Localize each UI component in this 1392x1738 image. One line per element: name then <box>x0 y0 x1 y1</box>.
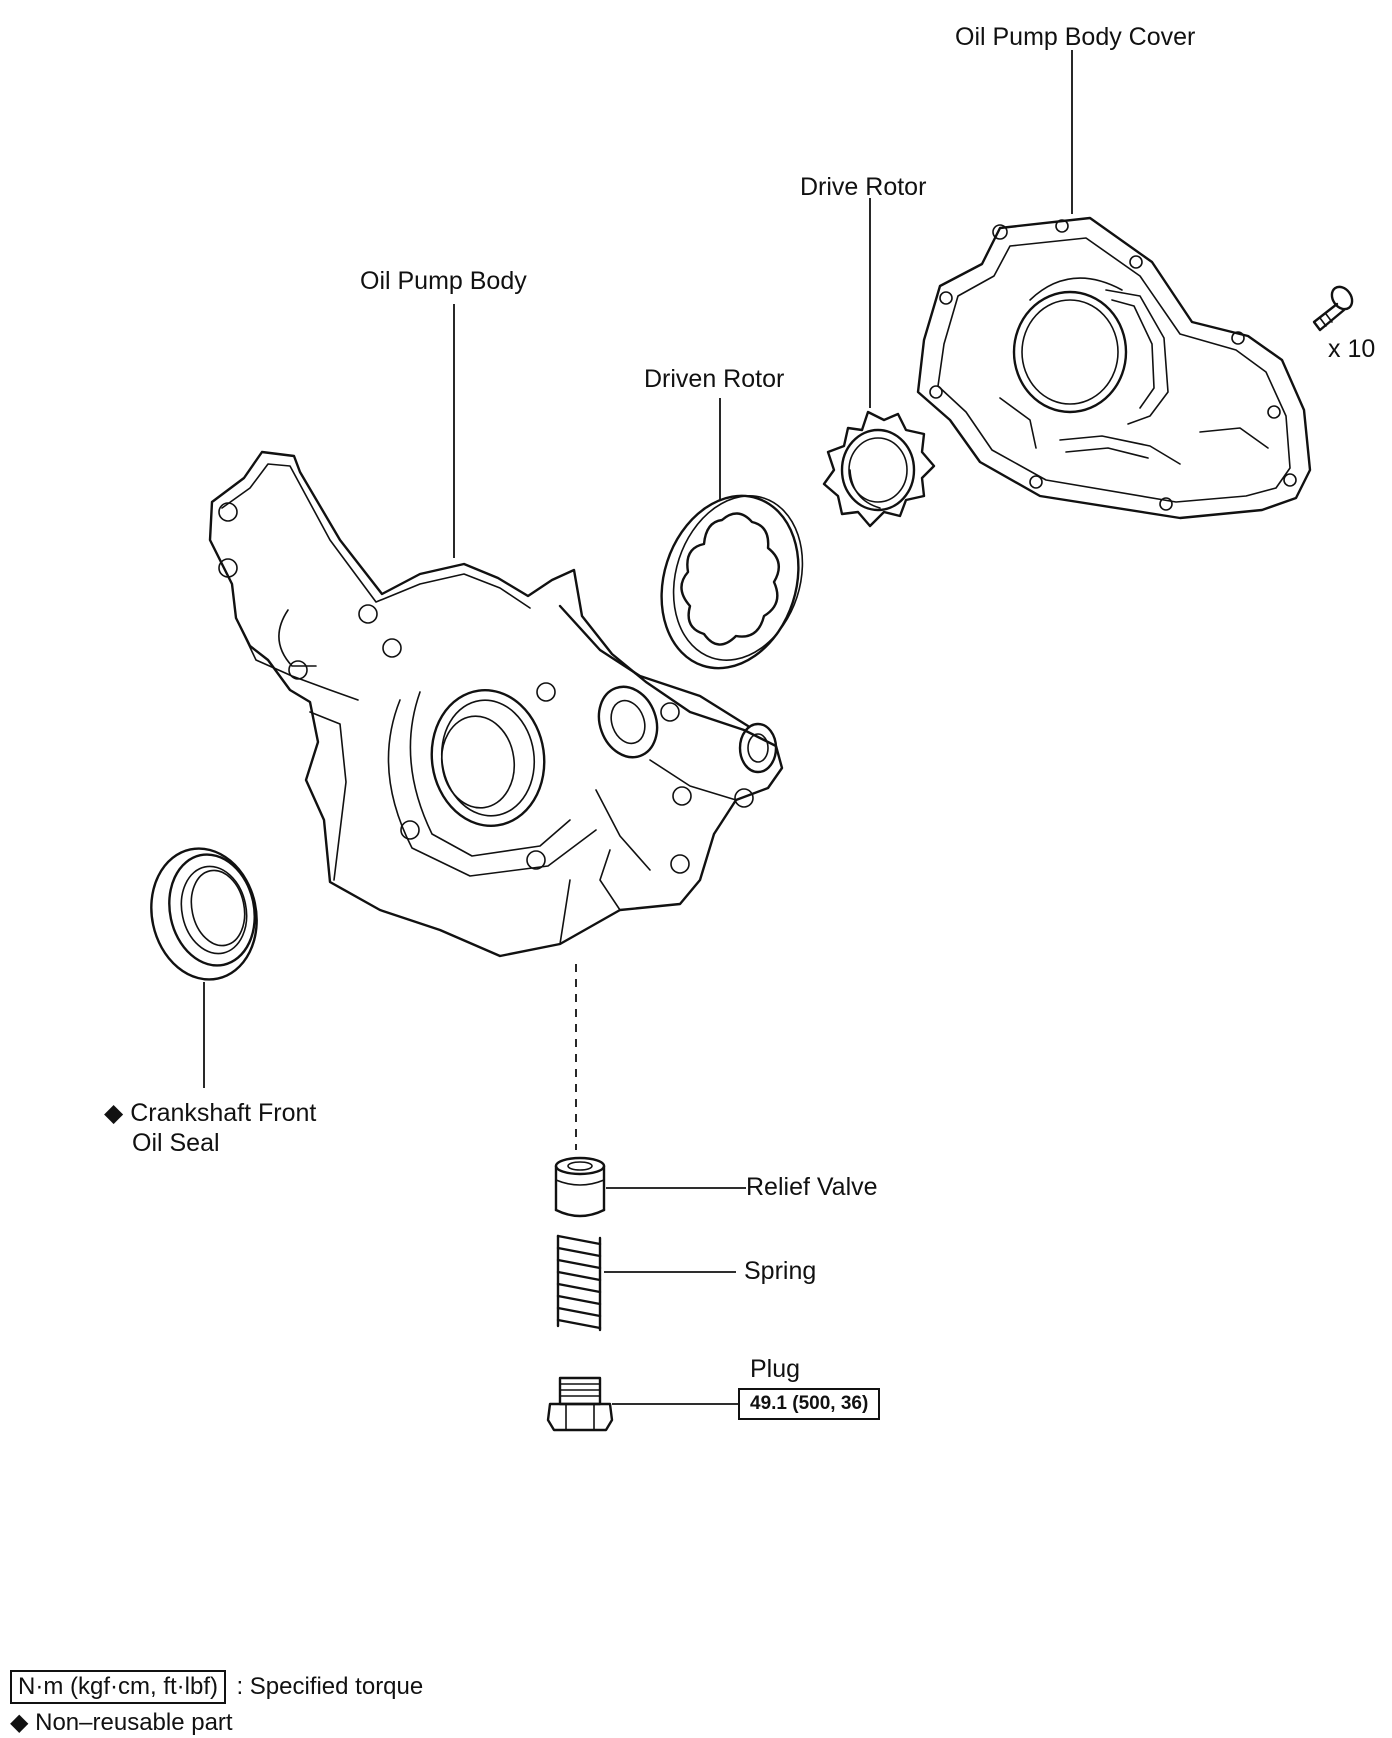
leader-lines <box>203 50 1073 1405</box>
drive-rotor-label: Drive Rotor <box>800 173 927 201</box>
plug-torque-box: 49.1 (500, 36) <box>738 1388 881 1420</box>
oil-pump-body-label: Oil Pump Body <box>360 267 527 295</box>
legend-torque-units-box: N·m (kgf·cm, ft·lbf) <box>10 1670 226 1704</box>
oil-pump-body-cover-drawing <box>916 216 1312 520</box>
bolt-count-label: x 10 <box>1328 335 1376 363</box>
drive-rotor-drawing <box>822 410 936 528</box>
relief-valve-drawing <box>554 1156 606 1218</box>
crankshaft-front-oil-seal-drawing <box>150 847 258 981</box>
spring-drawing <box>556 1234 602 1332</box>
legend-torque-row: N·m (kgf·cm, ft·lbf) : Specified torque <box>10 1670 423 1704</box>
legend-non-reusable-row: ◆ Non–reusable part <box>10 1709 233 1736</box>
oil-pump-body-cover-label: Oil Pump Body Cover <box>955 23 1196 51</box>
relief-valve-label: Relief Valve <box>746 1173 878 1201</box>
bolt-drawing <box>1312 285 1354 332</box>
legend-torque-desc: : Specified torque <box>236 1673 424 1700</box>
driven-rotor-label: Driven Rotor <box>644 365 785 393</box>
legend: N·m (kgf·cm, ft·lbf) : Specified torque … <box>10 1670 423 1738</box>
non-reusable-symbol: ◆ <box>104 1099 124 1127</box>
oil-pump-body-drawing <box>208 450 784 958</box>
crankshaft-front-oil-seal-line1: ◆ Crankshaft Front <box>104 1099 317 1127</box>
plug-label: Plug <box>750 1355 801 1383</box>
crankshaft-front-oil-seal-line2: Oil Seal <box>132 1129 220 1157</box>
spring-label: Spring <box>744 1257 817 1285</box>
plug-drawing <box>546 1376 614 1432</box>
crankshaft-front-oil-seal-label: ◆ Crankshaft Front Oil Seal <box>104 1098 316 1158</box>
driven-rotor-drawing <box>660 494 804 670</box>
